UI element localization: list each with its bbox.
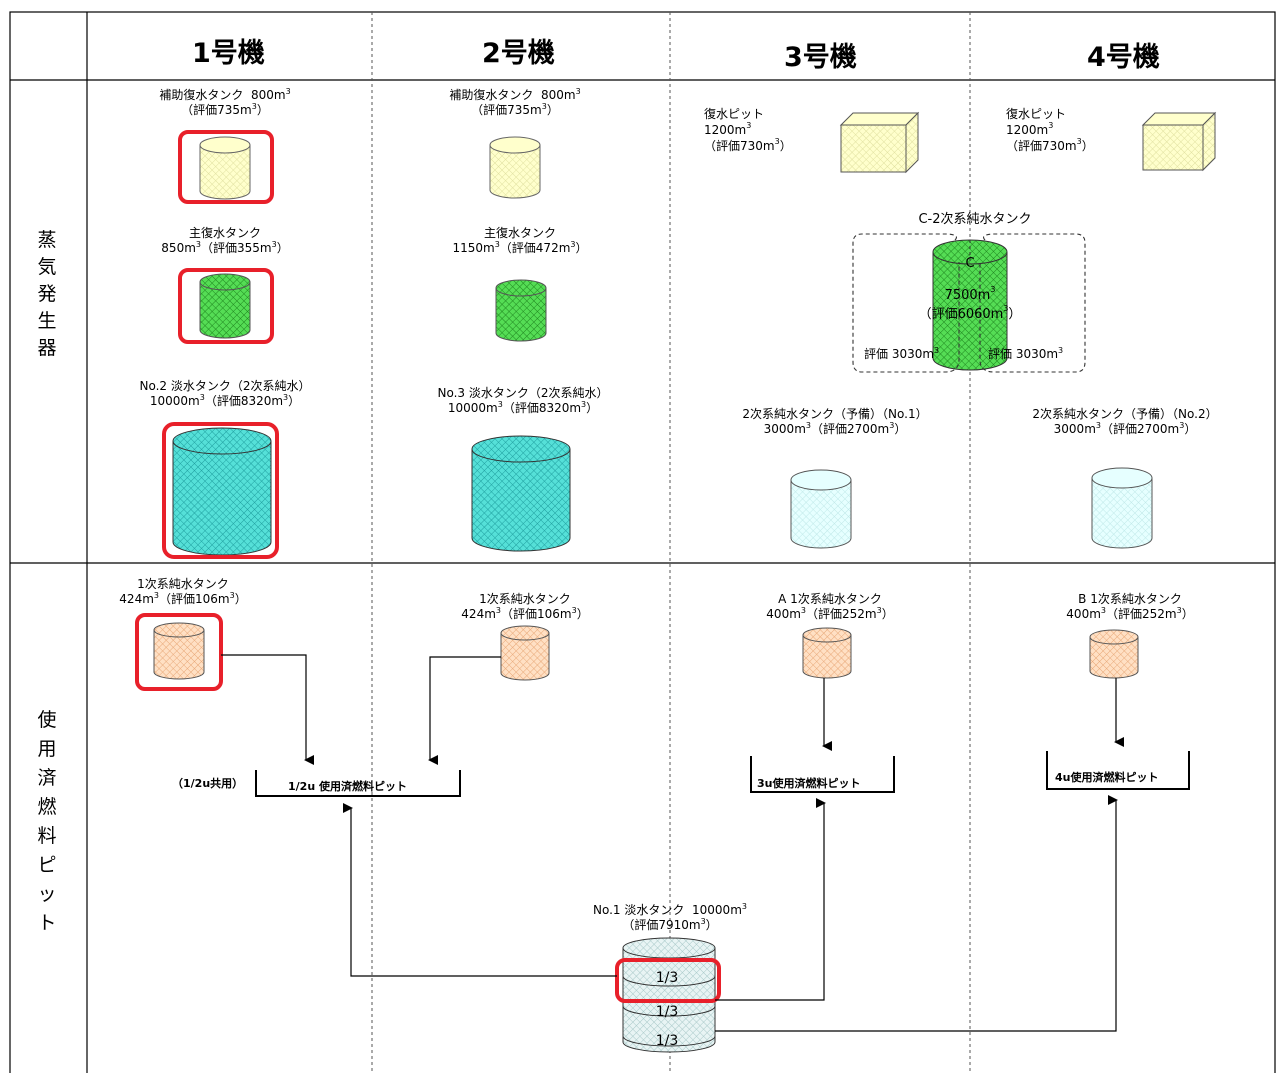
- pit-u4-label: 4u使用済燃料ピット: [1055, 771, 1159, 784]
- unit4-spare-tank-shape: [1091, 467, 1153, 549]
- unit3-spare-tank-shape: [790, 469, 852, 549]
- pit-u3-label: 3u使用済燃料ピット: [757, 777, 861, 790]
- unit2-fw-tank-shape: [471, 435, 571, 552]
- no1-tank-shape: [622, 937, 716, 1053]
- unit1-pw-tank-highlight: [135, 613, 223, 691]
- c2-split-left-label: 評価 3030m3: [864, 346, 940, 362]
- row-label-char: 器: [37, 337, 57, 359]
- row-label-char: 燃: [37, 796, 57, 818]
- unit3-pit-box: [839, 111, 920, 174]
- c2-split-left-outline: [852, 233, 960, 373]
- unit3-spare-tank-label: 2次系純水タンク（予備）（No.1） 3000m3（評価2700m3）: [742, 407, 928, 436]
- row-label-char: 蒸: [37, 229, 57, 251]
- unit1-aux-tank-shape: [199, 136, 251, 200]
- table-grid: [9, 11, 1276, 1073]
- no1-tank-third-3: 1/3: [655, 1033, 679, 1049]
- no1-tank-third-highlight: [615, 958, 721, 1003]
- header-unit1: 1号機: [192, 38, 265, 69]
- no1-tank-third-1: 1/3: [655, 970, 679, 986]
- row-label-char: 発: [37, 283, 57, 305]
- unit1-fw-tank-shape: [172, 427, 272, 556]
- unit1-fw-tank-label: No.2 淡水タンク（2次系純水） 10000m3（評価8320m3）: [139, 379, 311, 408]
- no1-tank-third-2: 1/3: [655, 1004, 679, 1020]
- unit4-spare-tank-label: 2次系純水タンク（予備）（No.2） 3000m3（評価2700m3）: [1032, 407, 1218, 436]
- row-label-char: 用: [37, 738, 57, 760]
- unit2-aux-tank-shape: [489, 136, 541, 199]
- unit4-pit-box: [1141, 111, 1217, 172]
- unit1-aux-tank-highlight: [178, 130, 274, 204]
- row-label-char: 生: [37, 310, 57, 332]
- c2-tank-eval: （評価6060m3）: [918, 304, 1022, 323]
- pit-u3-shape: [750, 756, 895, 793]
- row-label-char: 使: [37, 709, 57, 731]
- row-label-spent-fuel-pit: 使 用 済 燃 料 ピ ッ ト: [35, 706, 59, 938]
- unit3-pw-tank-shape: [802, 627, 852, 679]
- header-unit2: 2号機: [482, 38, 555, 69]
- unit1-fw-tank-highlight: [162, 422, 279, 559]
- c2-tank-title: C-2次系純水タンク: [918, 212, 1032, 227]
- unit2-main-tank-label: 主復水タンク 1150m3（評価472m3）: [452, 226, 588, 255]
- unit3-pit-label: 復水ピット 1200m3 （評価730m3）: [704, 107, 792, 153]
- flow-no1-to-u3: [715, 798, 826, 1001]
- c2-tank-capacity: 7500m3: [944, 285, 996, 304]
- c2-split-right-outline: [979, 233, 1086, 373]
- pit-u12-label: 1/2u 使用済燃料ピット: [288, 780, 407, 793]
- row-label-steam-generator: 蒸 気 発 生 器: [35, 227, 59, 362]
- unit2-pw-tank-shape: [500, 625, 550, 681]
- pit-u12-note: （1/2u共用）: [172, 777, 244, 790]
- c2-split-right-label: 評価 3030m3: [988, 346, 1064, 362]
- row-label-char: ピ: [37, 854, 57, 876]
- unit2-fw-tank-label: No.3 淡水タンク（2次系純水） 10000m3（評価8320m3）: [437, 386, 609, 415]
- unit1-main-tank-label: 主復水タンク 850m3（評価355m3）: [161, 226, 289, 255]
- flow-u2-pw-to-pit: [428, 656, 501, 765]
- pit-u4-shape: [1046, 751, 1190, 790]
- flow-lines: [221, 654, 1124, 1032]
- header-unit4: 4号機: [1087, 42, 1160, 73]
- unit2-pw-tank-label: 1次系純水タンク 424m3（評価106m3）: [461, 592, 589, 621]
- unit3-pw-tank-label: A 1次系純水タンク 400m3（評価252m3）: [766, 592, 894, 621]
- c2-tank-letter: C: [965, 256, 975, 271]
- unit1-aux-tank-label: 補助復水タンク 800m3 （評価735m3）: [159, 87, 291, 118]
- unit2-aux-tank-label: 補助復水タンク 800m3 （評価735m3）: [449, 87, 581, 118]
- header-unit3: 3号機: [784, 42, 857, 73]
- row-label-char: 料: [37, 825, 57, 847]
- unit1-main-tank-shape: [199, 273, 251, 339]
- unit2-main-tank-shape: [495, 279, 547, 342]
- row-label-char: 気: [37, 256, 57, 278]
- no1-tank-label: No.1 淡水タンク 10000m3 （評価7910m3）: [593, 902, 747, 933]
- unit1-main-tank-highlight: [178, 268, 274, 344]
- row-label-char: ッ: [37, 883, 57, 905]
- row-label-char: 済: [37, 767, 57, 789]
- flow-no1-to-u4: [715, 795, 1118, 1032]
- flow-no1-to-u12: [343, 803, 617, 977]
- unit1-pw-tank-shape: [153, 622, 205, 680]
- row-label-char: ト: [37, 912, 57, 934]
- unit4-pw-tank-label: B 1次系純水タンク 400m3（評価252m3）: [1066, 592, 1194, 621]
- unit1-pw-tank-label: 1次系純水タンク 424m3（評価106m3）: [119, 577, 247, 606]
- unit4-pit-label: 復水ピット 1200m3 （評価730m3）: [1006, 107, 1094, 153]
- unit4-pw-tank-shape: [1089, 629, 1139, 679]
- column-dividers: [371, 12, 971, 1073]
- flow-u1-pw-to-pit: [221, 654, 314, 765]
- pit-u12-shape: [255, 770, 461, 797]
